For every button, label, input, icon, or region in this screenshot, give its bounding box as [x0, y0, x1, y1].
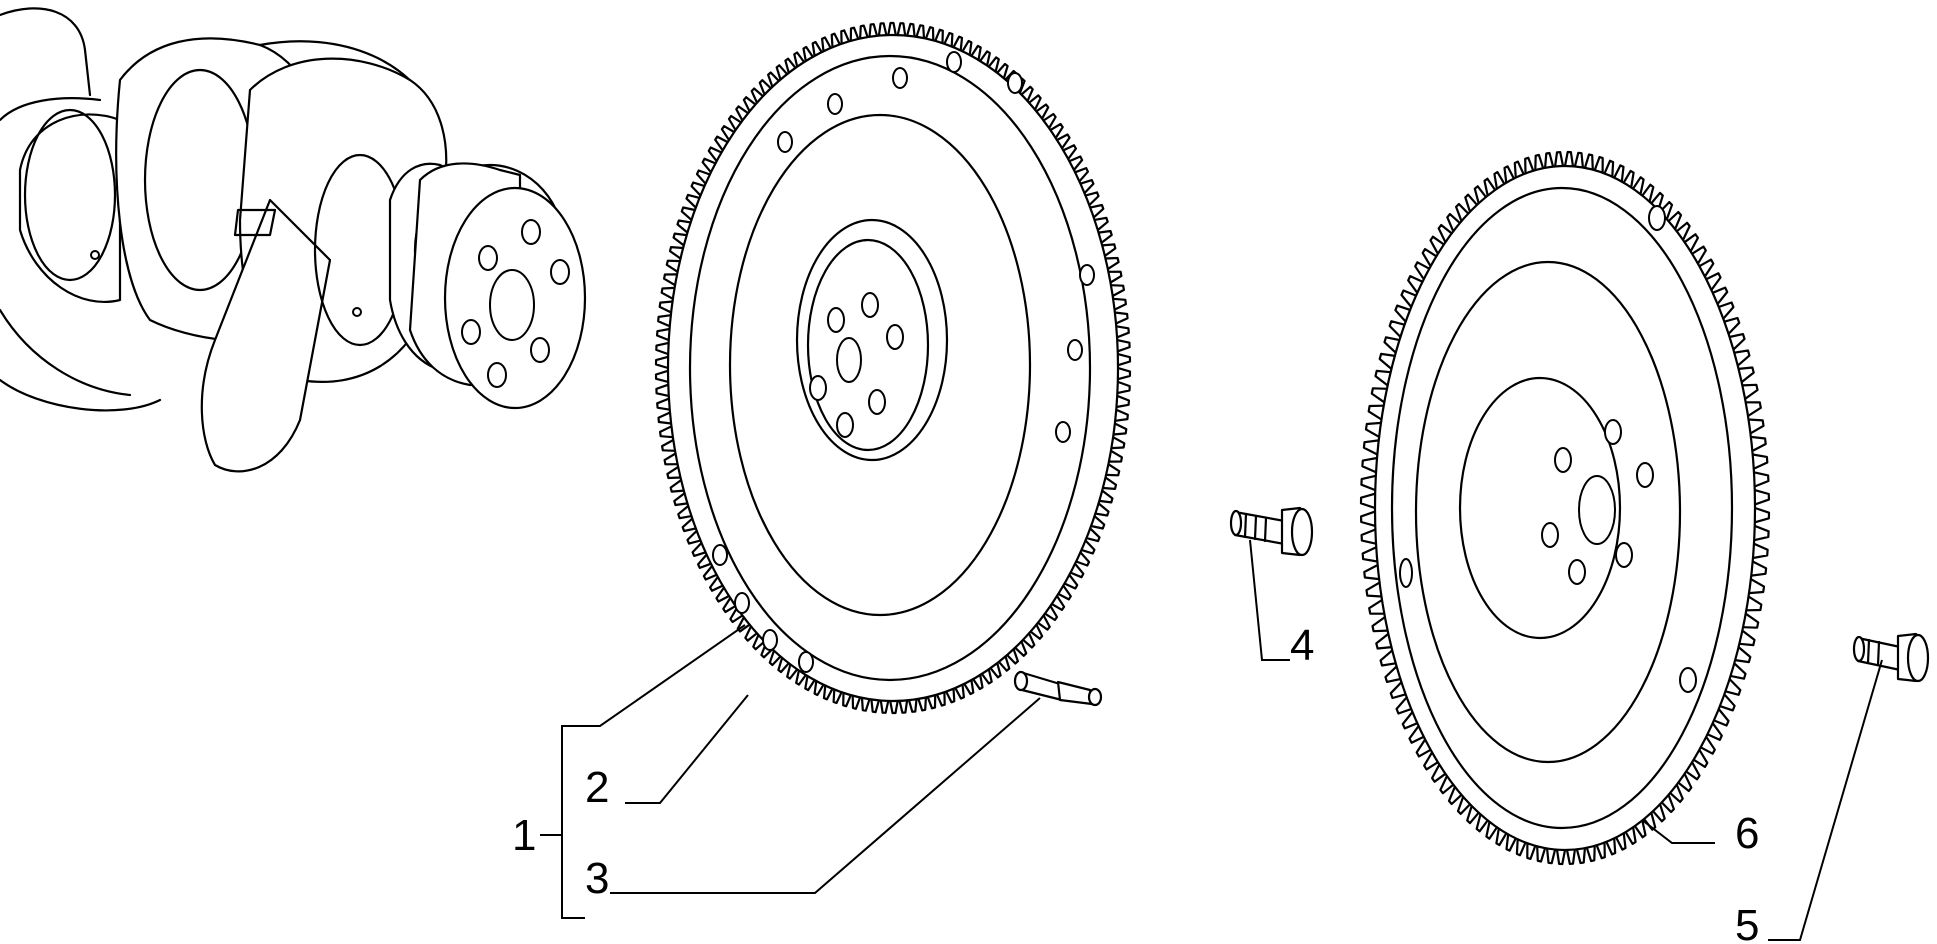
callout-4: 4 [1290, 621, 1314, 670]
callout-5: 5 [1735, 901, 1759, 944]
ring-gear-teeth [654, 21, 1132, 715]
callout-2: 2 [585, 763, 609, 812]
callout-1: 1 [512, 811, 536, 860]
gear-teeth-outline [1359, 150, 1771, 866]
callout-leaders [540, 539, 1883, 941]
flywheel-6-drawing [1359, 150, 1771, 866]
gear-teeth-outline [654, 21, 1132, 715]
bolt-4-drawing [1229, 506, 1314, 557]
clutch-bolt-holes [712, 51, 1095, 673]
bolt-5-drawing [1852, 632, 1930, 683]
dowel-pin-drawing [1013, 670, 1103, 707]
callout-6: 6 [1735, 809, 1759, 858]
leader-1-bracket [561, 624, 746, 919]
crank-bolt-holes [809, 292, 904, 438]
leader-5 [1768, 659, 1883, 941]
leader-3 [610, 697, 1041, 894]
leader-4 [1249, 539, 1290, 661]
callout-3: 3 [585, 854, 609, 903]
center-bore [836, 337, 862, 383]
ring-gear-teeth-6 [1359, 150, 1771, 866]
ring-gear-outer [666, 33, 1120, 703]
leader-2 [625, 694, 749, 804]
crankshaft-drawing [0, 7, 587, 473]
flywheel-assembly [654, 21, 1132, 715]
leader-6 [1641, 819, 1715, 844]
